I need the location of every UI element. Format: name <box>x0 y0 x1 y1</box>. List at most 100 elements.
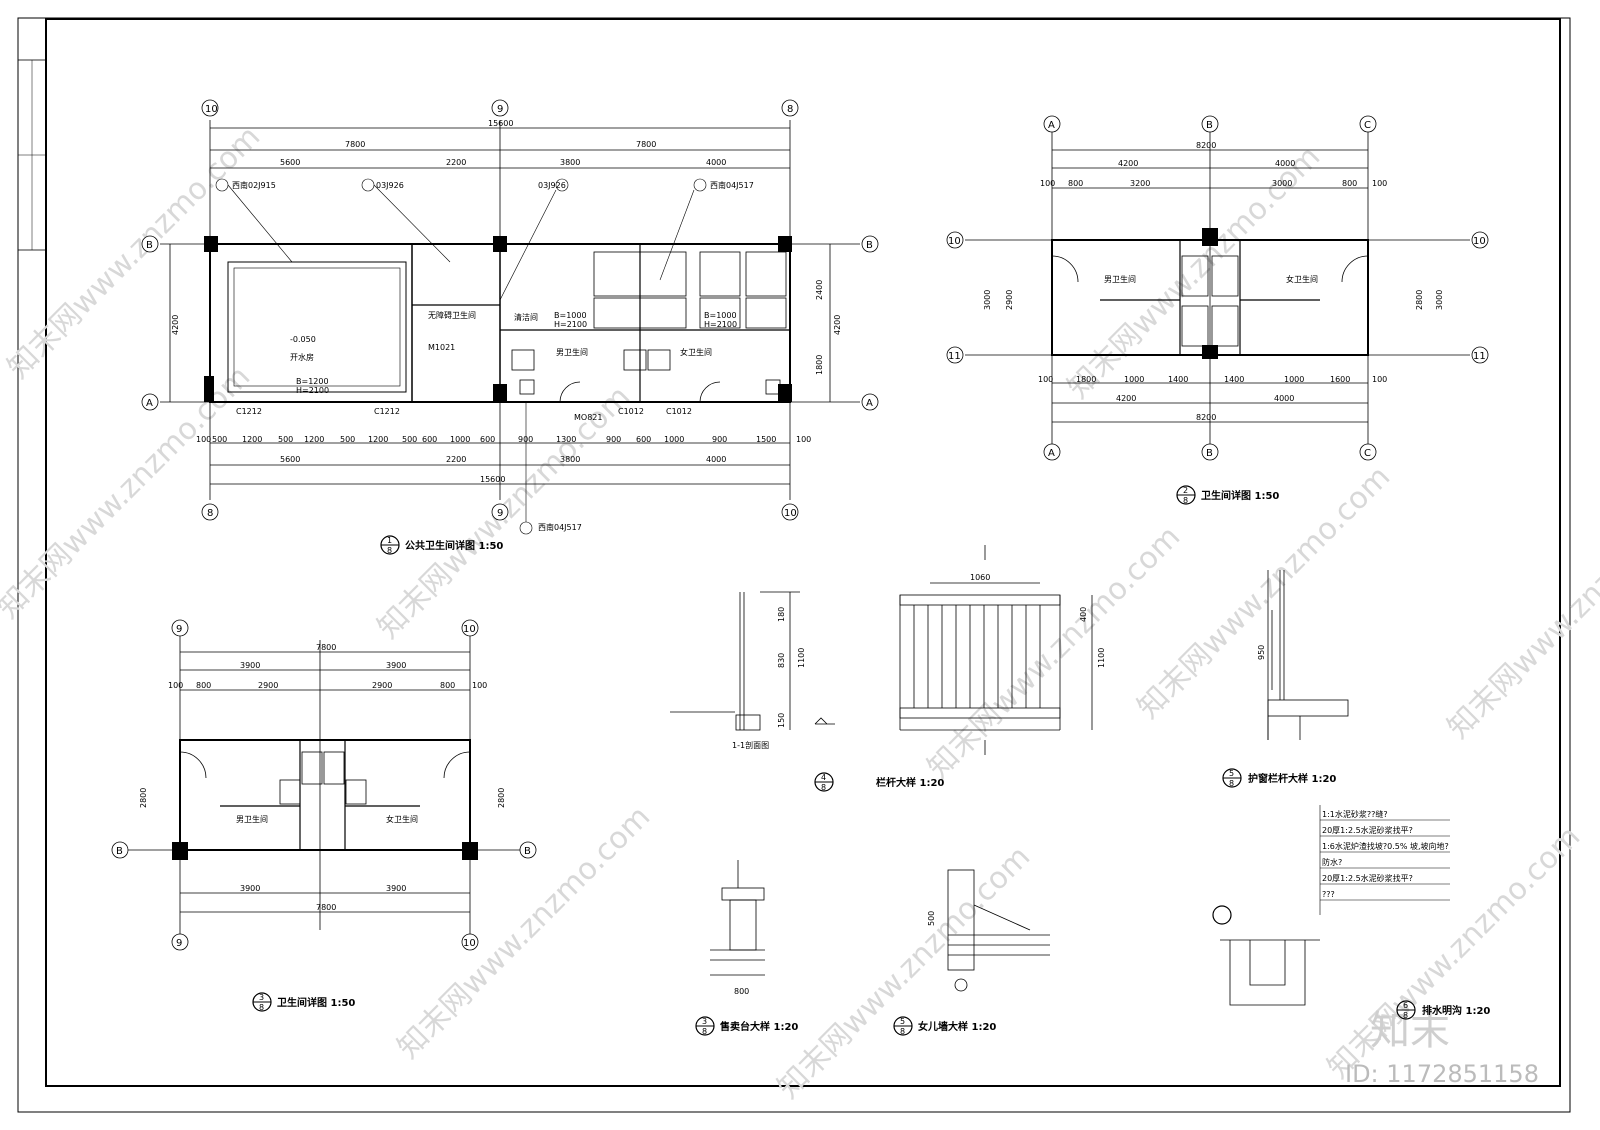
drawing-title: 公共卫生间详图 1:50 <box>405 539 503 552</box>
door-tag: MO821 <box>574 413 602 422</box>
door-width: B=1000 <box>704 311 737 320</box>
svg-text:4000: 4000 <box>1275 159 1295 168</box>
svg-text:8: 8 <box>821 783 826 792</box>
dim: 2400 <box>815 280 824 300</box>
grid-label: 9 <box>497 104 503 115</box>
svg-text:8: 8 <box>1403 1011 1408 1020</box>
svg-text:2: 2 <box>1183 486 1188 495</box>
layer-text: 20厚1:2.5水泥砂浆找平? <box>1322 825 1413 835</box>
svg-text:950: 950 <box>1257 645 1266 660</box>
section-label: 1-1剖面图 <box>732 740 769 750</box>
svg-text:100: 100 <box>1038 375 1053 384</box>
counter-detail <box>710 860 765 976</box>
grid-label: 9 <box>497 508 503 519</box>
svg-text:1400: 1400 <box>1224 375 1244 384</box>
svg-text:400: 400 <box>1079 607 1088 622</box>
grid-label: B <box>146 240 153 251</box>
badge-sheet: 8 <box>387 546 392 555</box>
svg-text:8: 8 <box>1229 779 1234 788</box>
svg-text:9: 9 <box>176 938 182 949</box>
watermark-text: 知末网www.znzmo.com <box>771 839 1037 1105</box>
svg-text:1400: 1400 <box>1168 375 1188 384</box>
drain-detail <box>1220 939 1320 1006</box>
drawing-title: 女儿墙大样 1:20 <box>918 1020 996 1033</box>
svg-text:100: 100 <box>796 435 811 444</box>
svg-text:500: 500 <box>927 911 936 926</box>
door-width: B=1000 <box>554 311 587 320</box>
room-label: 男卫生间 <box>1104 274 1136 284</box>
svg-text:2800: 2800 <box>1415 290 1424 310</box>
dim: 4200 <box>171 315 180 335</box>
window-tag: C1212 <box>236 407 262 416</box>
svg-text:2900: 2900 <box>1005 290 1014 310</box>
dim: 5600 <box>280 455 300 464</box>
svg-text:1300: 1300 <box>556 435 576 444</box>
dim: 5600 <box>280 158 300 167</box>
svg-text:5: 5 <box>1229 769 1234 778</box>
svg-text:2900: 2900 <box>372 681 392 690</box>
svg-text:180: 180 <box>777 607 786 622</box>
window-tag: C1212 <box>374 407 400 416</box>
dim: 1800 <box>815 355 824 375</box>
floor-layer-table <box>1319 805 1450 915</box>
svg-text:1100: 1100 <box>797 648 806 668</box>
svg-text:4200: 4200 <box>1116 394 1136 403</box>
svg-text:7800: 7800 <box>316 643 336 652</box>
room-label: 女卫生间 <box>1286 274 1318 284</box>
room-label: 女卫生间 <box>386 814 418 824</box>
svg-text:900: 900 <box>518 435 533 444</box>
window-tag: C1012 <box>666 407 692 416</box>
svg-text:830: 830 <box>777 653 786 668</box>
svg-text:500: 500 <box>212 435 227 444</box>
svg-text:150: 150 <box>777 713 786 728</box>
svg-text:3: 3 <box>702 1017 707 1026</box>
dim: 3800 <box>560 455 580 464</box>
svg-text:1000: 1000 <box>664 435 684 444</box>
layer-text: 1:6水泥炉渣找坡?0.5% 坡,坡向地? <box>1322 841 1449 851</box>
public-toilet-bottom-dims: 100 500 1200 500 1200 500 1200 500 600 1… <box>196 435 811 444</box>
grid-label: A <box>866 398 873 409</box>
ref-note: 03J926 <box>538 181 566 190</box>
svg-text:800: 800 <box>734 987 749 996</box>
svg-text:3000: 3000 <box>983 290 992 310</box>
parapet-detail <box>947 869 1050 992</box>
svg-text:1200: 1200 <box>368 435 388 444</box>
svg-text:1800: 1800 <box>1076 375 1096 384</box>
svg-text:A: A <box>1048 448 1055 459</box>
svg-text:100: 100 <box>1372 375 1387 384</box>
svg-text:800: 800 <box>1068 179 1083 188</box>
left-toilet-plan <box>125 635 520 935</box>
watermark-text: 知末网www.znzmo.com <box>921 519 1187 785</box>
drawing-title: 排水明沟 1:20 <box>1422 1004 1490 1017</box>
watermark-text: 知末网www.znzmo.com <box>1441 479 1600 745</box>
svg-text:2900: 2900 <box>258 681 278 690</box>
svg-text:600: 600 <box>480 435 495 444</box>
room-label: 开水房 <box>290 352 314 362</box>
svg-text:3900: 3900 <box>386 884 406 893</box>
svg-text:600: 600 <box>422 435 437 444</box>
svg-text:1100: 1100 <box>1097 648 1106 668</box>
svg-text:3900: 3900 <box>386 661 406 670</box>
svg-text:1000: 1000 <box>1284 375 1304 384</box>
layer-text: 20厚1:2.5水泥砂浆找平? <box>1322 873 1413 883</box>
svg-text:100: 100 <box>472 681 487 690</box>
room-label: 女卫生间 <box>680 347 712 357</box>
drawing-title: 卫生间详图 1:50 <box>277 996 355 1009</box>
right-toilet-plan <box>965 130 1470 445</box>
svg-text:3: 3 <box>259 993 264 1002</box>
room-label: 男卫生间 <box>556 347 588 357</box>
svg-text:8200: 8200 <box>1196 141 1216 150</box>
svg-text:1200: 1200 <box>242 435 262 444</box>
door-width: B=1200 <box>296 377 329 386</box>
svg-text:4000: 4000 <box>1274 394 1294 403</box>
leader-lines <box>215 178 707 535</box>
svg-text:500: 500 <box>278 435 293 444</box>
dim: 4000 <box>706 455 726 464</box>
svg-text:8200: 8200 <box>1196 413 1216 422</box>
svg-text:1600: 1600 <box>1330 375 1350 384</box>
svg-text:100: 100 <box>1372 179 1387 188</box>
window-rail-detail <box>1267 570 1349 740</box>
svg-text:100: 100 <box>196 435 211 444</box>
svg-text:6: 6 <box>1403 1001 1408 1010</box>
